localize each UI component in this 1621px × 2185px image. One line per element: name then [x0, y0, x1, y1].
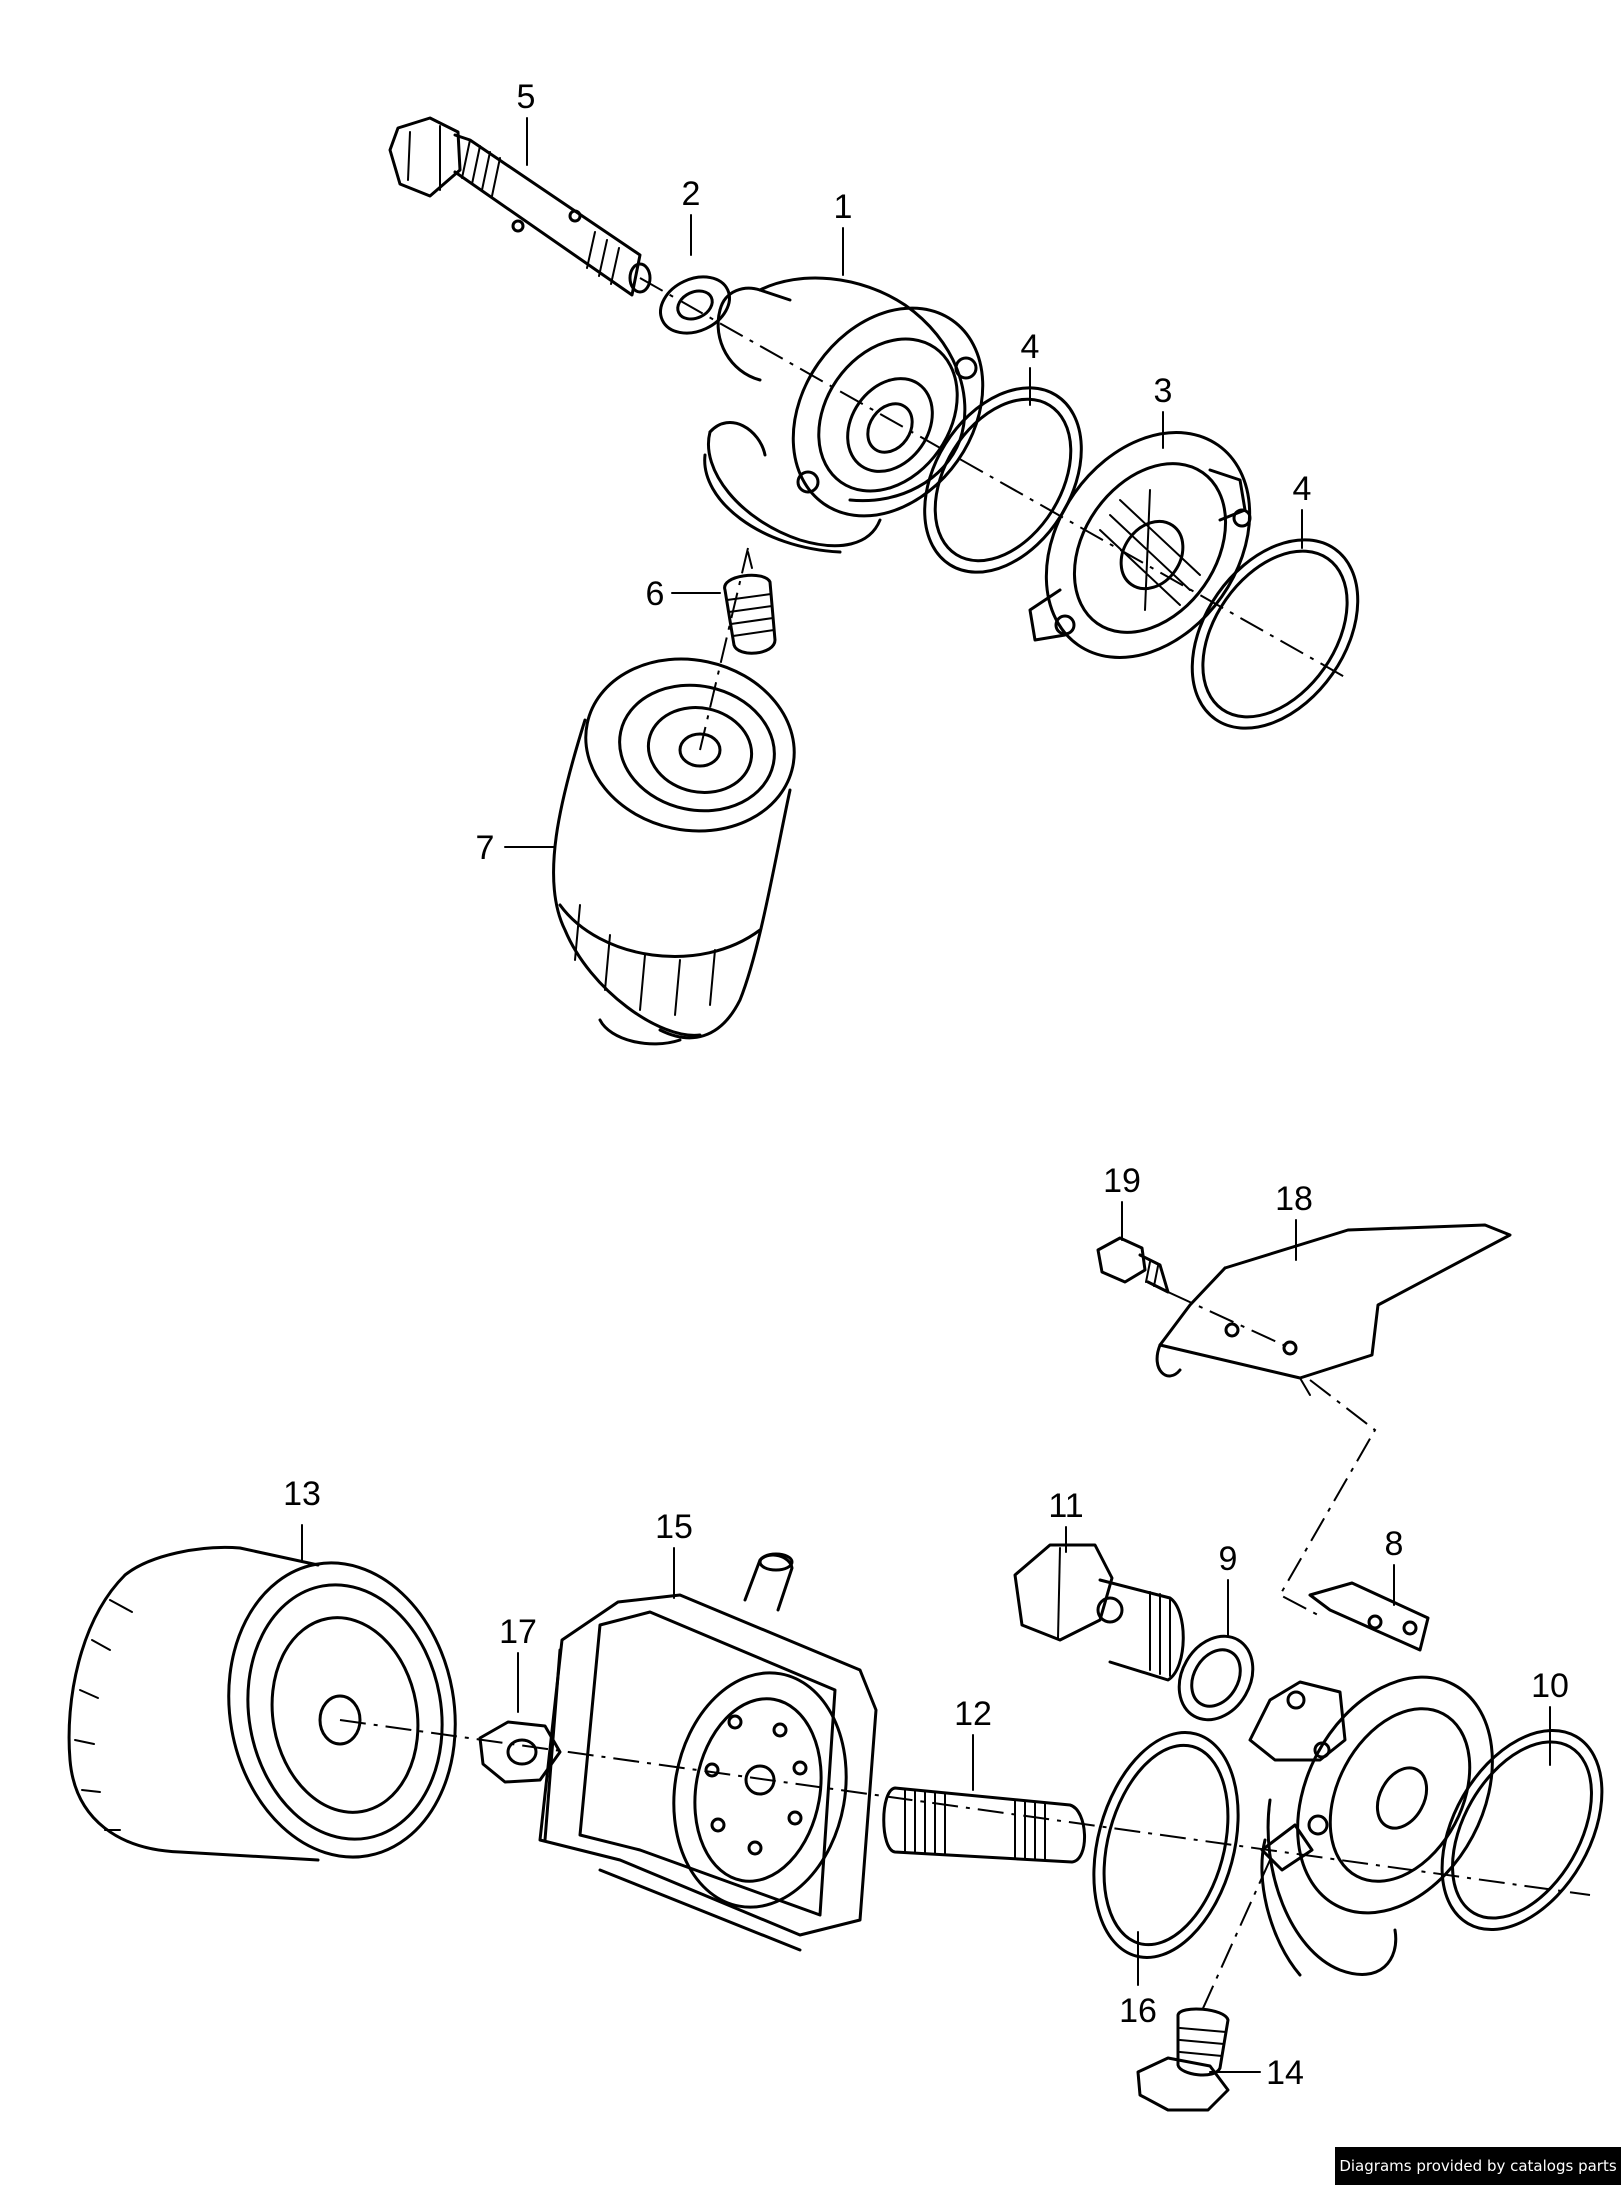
callout-8: 8	[1385, 1525, 1404, 1563]
callout-14: 14	[1266, 2054, 1304, 2092]
callout-19: 19	[1103, 1162, 1141, 1200]
part-2-seal-ring	[659, 275, 731, 335]
callout-5: 5	[517, 78, 536, 116]
diagram-credit-badge: Diagrams provided by catalogs parts	[1335, 2147, 1621, 2185]
callout-3: 3	[1154, 372, 1173, 410]
callout-11: 11	[1048, 1487, 1083, 1525]
callout-7: 7	[476, 829, 495, 867]
part-12-threaded-stud	[882, 1786, 1086, 1864]
callout-numbers: 5 2 1 4 3 4 6 7 19 18 11 9 8 10 13 15 17…	[283, 78, 1569, 2092]
part-8-oil-filter-housing	[1248, 1581, 1494, 1977]
leader-lines	[301, 117, 1551, 2073]
part-18-bracket	[1155, 1223, 1512, 1396]
part-17-nut	[478, 1720, 562, 1784]
part-14-threaded-plug	[1136, 2007, 1230, 2112]
part-4-gasket-lower	[1190, 538, 1360, 730]
callout-2: 2	[682, 175, 701, 213]
callout-13: 13	[283, 1475, 321, 1513]
callout-17: 17	[499, 1613, 537, 1651]
part-6-threaded-nipple	[723, 551, 777, 655]
part-9-seal-ring	[1177, 1634, 1255, 1722]
callout-16: 16	[1119, 1992, 1157, 2030]
callout-9: 9	[1219, 1540, 1238, 1578]
part-7-fuel-filter	[552, 657, 796, 1046]
part-4-gasket-upper	[923, 386, 1083, 574]
callout-4-lower: 4	[1293, 470, 1312, 508]
part-19-bolt	[1096, 1236, 1170, 1294]
part-11-hollow-bolt	[1013, 1543, 1185, 1682]
part-13-oil-filter	[67, 1546, 457, 1862]
part-1-filter-housing	[703, 276, 985, 554]
part-5-hollow-bolt	[388, 116, 652, 297]
callout-1: 1	[834, 188, 853, 226]
part-10-gasket	[1440, 1728, 1604, 1932]
callout-10: 10	[1531, 1667, 1569, 1705]
part-16-gasket	[1092, 1731, 1240, 1959]
callout-12: 12	[954, 1695, 992, 1733]
callout-6: 6	[646, 575, 665, 613]
part-3-oil-cooler-plate	[1028, 431, 1252, 659]
part-15-oil-cooler	[538, 1552, 878, 1952]
callout-18: 18	[1275, 1180, 1313, 1218]
callout-4-upper: 4	[1021, 328, 1040, 366]
callout-15: 15	[655, 1508, 693, 1546]
